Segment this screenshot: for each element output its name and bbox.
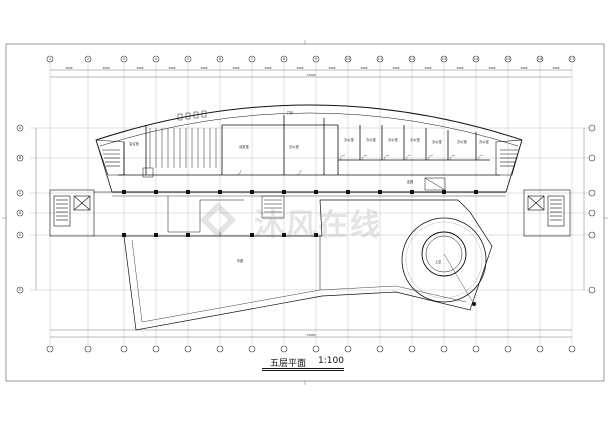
grid-label: E [19,233,21,237]
room-label: 阅览室 [239,144,249,149]
dimension-total: 72000 [306,73,315,77]
dimension-text: 3600 [424,66,431,70]
frame-ticks [2,40,608,385]
grid-bubbles-top [46,55,576,63]
lower-block [123,196,493,331]
dimension-text: 3600 [232,66,239,70]
room-label: 会议室 [129,141,139,146]
room-label: 办公室 [289,144,299,149]
drawing-title: 五层平面 [270,359,307,369]
grid-label: D [19,211,22,215]
grid-label: 13 [442,57,446,61]
dimension-text: 3600 [264,66,271,70]
grid-label: 3 [123,57,125,61]
grid-label: 15 [506,57,510,61]
grid-label: 2 [87,57,89,61]
grid-label: B [19,156,22,160]
dimension-text: 3600 [136,66,143,70]
grid-label: 12 [410,57,414,61]
grid-label: 8 [283,57,285,61]
grid-label: 17 [570,57,574,61]
stair-left [49,139,125,237]
dimension-total-bottom: 72000 [306,333,315,337]
dimension-text: 3600 [552,66,559,70]
grid-label: 11 [378,57,382,61]
grid-label: 14 [474,57,479,61]
watermark-text: 沐风在线 [254,208,382,243]
structural-columns [122,190,478,237]
drawing-scale: 1:100 [318,356,344,366]
room-label: 办公室 [479,139,489,144]
dimension-text: 3600 [520,66,527,70]
room-label: 办公室 [410,137,420,142]
grid-lines-vertical [49,62,573,345]
seating-rows [149,110,217,168]
dimension-text: 3600 [328,66,335,70]
door-swings [235,154,484,176]
dimension-text: 3600 [488,66,495,70]
stair-center [261,177,446,219]
dimension-text: 3600 [296,66,303,70]
grid-label: 16 [538,57,542,61]
grid-label: 4 [155,57,158,61]
stair-right [495,139,571,237]
room-label: 办公室 [344,137,354,142]
grid-label: 6 [219,57,221,61]
drawing-caption: 五层平面 1:100 [260,355,380,371]
room-label: 上空 [435,259,441,264]
room-label: 门厅 [287,110,294,115]
grid-label: 1 [49,57,51,61]
room-label: 中庭 [237,258,244,263]
room-label: 走廊 [407,179,414,184]
dimension-text: 3600 [360,66,367,70]
watermark-logo-icon [200,202,236,238]
room-label: 办公室 [457,139,467,144]
caption-underline-thin [262,370,344,371]
dimension-text: 3600 [392,66,399,70]
room-label: 办公室 [366,137,376,142]
room-label: 办公室 [388,137,398,142]
dimension-text: 3600 [168,66,175,70]
dimension-text: 3600 [456,66,463,70]
dimension-text: 3600 [200,66,207,70]
dimension-text: 3600 [65,66,72,70]
grid-label: F [19,288,21,292]
room-labels: 会议室 阅览室 办公室 办公室 办公室 办公室 办公室 办公室 办公室 办公室 … [129,110,489,264]
building-walls [95,104,523,197]
grid-label: 10 [346,57,350,61]
grid-label: A [19,126,22,130]
watermark: 沐风在线 [198,196,418,246]
grid-labels-top: 1 2 3 4 5 6 7 8 9 10 11 12 13 14 15 16 1… [49,57,574,61]
rotunda [401,217,487,306]
room-label: 办公室 [432,139,442,144]
dimension-text: 3600 [102,66,109,70]
grid-label: C [19,191,22,195]
grid-label: 9 [315,57,317,61]
caption-underline [262,368,344,369]
grid-label: 5 [187,57,189,61]
grid-label: 7 [251,57,253,61]
dimension-texts: 3600 3600 3600 3600 3600 3600 3600 3600 … [65,66,559,337]
grid-bubbles-side [16,124,596,294]
grid-labels-side: A B C D E F [19,126,22,292]
grid-bubbles-bottom [46,345,576,353]
